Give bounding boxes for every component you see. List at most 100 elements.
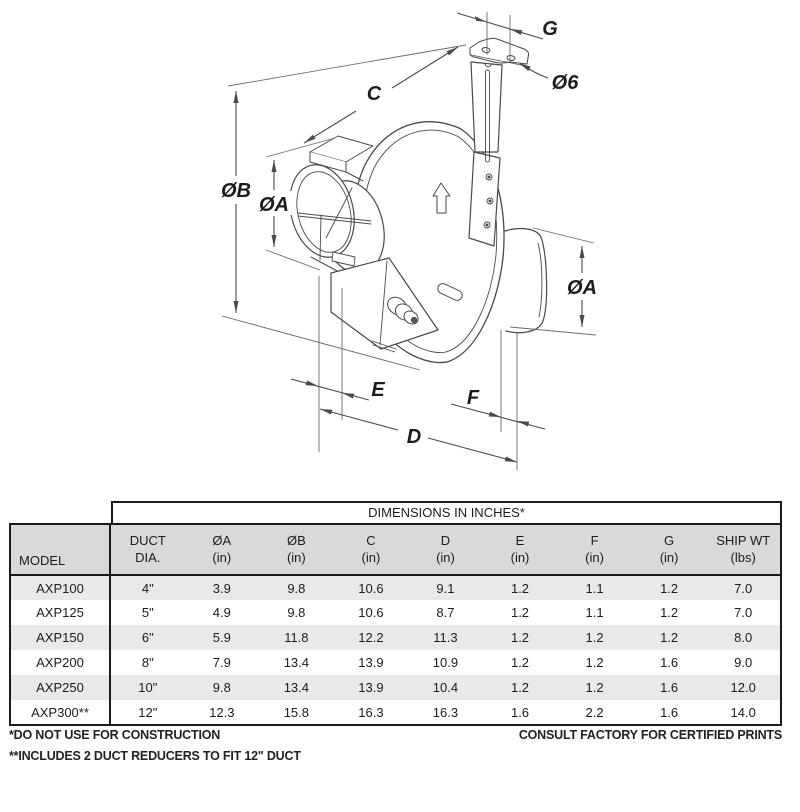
label-dia6: Ø6 — [552, 72, 580, 94]
footnote-reducers: **INCLUDES 2 DUCT REDUCERS TO FIT 12" DU… — [9, 749, 301, 763]
cell-model: AXP200 — [10, 650, 111, 675]
dim-dia6-leader — [519, 63, 549, 79]
dim-diaA-left — [271, 160, 277, 247]
col-header-label: ØA — [212, 533, 232, 549]
table-cell: 10.9 — [432, 655, 459, 670]
mounting-plate — [469, 37, 530, 68]
label-diaA-left: ØA — [259, 194, 289, 216]
table-cell: 13.4 — [283, 655, 310, 670]
table-cell: 1.2 — [510, 680, 530, 695]
table-cell: 1.2 — [510, 630, 530, 645]
table-cell: 1.2 — [585, 680, 604, 695]
cell-model: AXP125 — [10, 600, 111, 625]
table-cell: 6" — [141, 630, 154, 645]
table-cell: 2.2 — [585, 704, 604, 720]
fan-isometric-drawing: ØB ØA ØA C G Ø6 E F D — [216, 12, 602, 470]
table-cell: 1.2 — [510, 655, 530, 670]
col-header-sublabel: (in) — [286, 549, 306, 565]
table-spanner-header: DIMENSIONS IN INCHES* — [111, 501, 782, 523]
extension-lines — [221, 12, 597, 470]
label-E: E — [371, 379, 385, 401]
col-header-sublabel: DIA. — [135, 549, 161, 565]
col-header-C: C (in) — [333, 524, 409, 576]
table-row-axp150: AXP150 6" 5.9 11.8 12.2 11.3 1.2 1.2 1.2… — [10, 625, 781, 650]
table-cell: 1.2 — [585, 655, 604, 670]
table-cell: 10.6 — [358, 605, 384, 620]
col-header-label: F — [590, 533, 599, 549]
table-cell: 8.7 — [436, 605, 455, 620]
table-cell: 7.0 — [734, 580, 753, 596]
col-header-duct-dia: DUCT DIA. — [110, 524, 185, 576]
label-F: F — [467, 387, 480, 409]
table-cell: 1.1 — [585, 605, 604, 620]
table-cell: 13.4 — [283, 680, 310, 695]
inlet-bracket — [309, 135, 374, 173]
table-cell: 12" — [138, 704, 158, 720]
table-cell: 12.0 — [730, 680, 756, 695]
dim-diaA-right — [579, 246, 585, 327]
table-cell: 15.8 — [283, 704, 310, 720]
dim-G — [456, 12, 544, 40]
col-header-sublabel: (in) — [436, 549, 455, 565]
col-header-E: E (in) — [482, 524, 558, 576]
table-cell: 11.3 — [433, 630, 458, 645]
table-cell: 16.3 — [432, 704, 459, 720]
table-cell: 9.0 — [734, 655, 753, 670]
table-cell: 12.2 — [358, 630, 384, 645]
table-cell: 4.9 — [212, 605, 231, 620]
table-cell: 1.2 — [660, 580, 679, 596]
col-header-F: F (in) — [557, 524, 632, 576]
dim-E — [290, 378, 370, 401]
table-cell: 1.2 — [660, 605, 679, 620]
table-cell: 4" — [141, 580, 154, 596]
table-cell: 5" — [141, 605, 154, 620]
label-diaA-right: ØA — [567, 277, 597, 299]
col-header-label: C — [366, 533, 376, 549]
table-cell: 1.2 — [660, 630, 679, 645]
label-G: G — [542, 18, 558, 40]
dimension-lines — [233, 12, 585, 463]
outlet-duct — [504, 227, 548, 334]
mounting-stem — [470, 61, 503, 163]
label-C: C — [367, 83, 382, 105]
table-cell: 5.9 — [212, 630, 231, 645]
table-cell: 1.6 — [660, 655, 679, 670]
col-header-D: D (in) — [408, 524, 483, 576]
col-header-label: ØB — [286, 533, 306, 549]
table-cell: 13.9 — [358, 655, 384, 670]
dimension-labels: ØB ØA ØA C G Ø6 E F D — [216, 18, 602, 448]
table-header-row: MODEL DUCT DIA. ØA (in) ØB (in) C (in) — [10, 524, 781, 576]
col-header-sublabel: (in) — [510, 549, 530, 565]
col-header-sublabel: (in) — [361, 549, 381, 565]
table-row-axp100: AXP100 4" 3.9 9.8 10.6 9.1 1.2 1.1 1.2 7… — [10, 575, 781, 600]
clamp-band — [468, 151, 501, 247]
col-header-sublabel: (in) — [212, 549, 232, 565]
table-cell: 3.9 — [212, 580, 231, 596]
cell-model: AXP250 — [10, 675, 111, 700]
cell-model: AXP100 — [10, 575, 111, 600]
table-cell: 12.3 — [209, 704, 235, 720]
col-header-sublabel: (in) — [659, 549, 679, 565]
col-header-model: MODEL — [10, 524, 111, 576]
table-cell: 16.3 — [358, 704, 384, 720]
table-row-axp250: AXP250 10" 9.8 13.4 13.9 10.4 1.2 1.2 1.… — [10, 675, 781, 700]
table-cell: 10.6 — [358, 580, 384, 596]
footnote-consult-factory: CONSULT FACTORY FOR CERTIFIED PRINTS — [518, 728, 782, 742]
table-cell: 7.0 — [734, 605, 753, 620]
table-cell: 8.0 — [734, 630, 753, 645]
junction-box — [330, 257, 439, 353]
label-diaB: ØB — [221, 180, 251, 202]
dim-diaB — [233, 91, 239, 313]
col-header-G: G (in) — [631, 524, 707, 576]
table-cell: 1.1 — [585, 580, 604, 596]
table-cell: 9.8 — [212, 680, 231, 695]
table-cell: 11.8 — [284, 630, 309, 645]
cell-model: AXP150 — [10, 625, 111, 650]
table-cell: 14.0 — [730, 704, 756, 720]
col-header-diaA: ØA (in) — [184, 524, 260, 576]
dim-C — [303, 46, 459, 144]
table-row-axp125: AXP125 5" 4.9 9.8 10.6 8.7 1.2 1.1 1.2 7… — [10, 600, 781, 625]
table-cell: 9.8 — [287, 580, 306, 596]
col-header-sublabel: (lbs) — [730, 549, 756, 565]
